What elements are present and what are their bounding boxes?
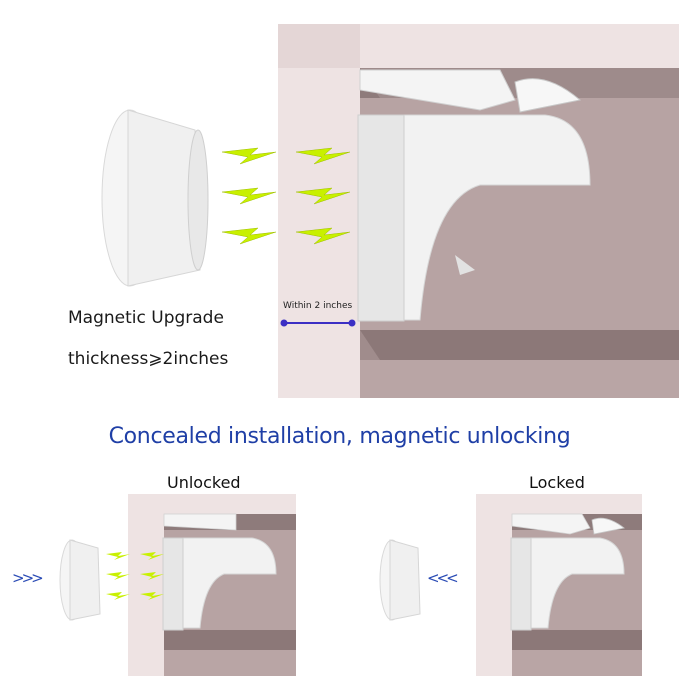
caption-thickness: thickness⩾2inches <box>68 349 229 369</box>
latch-hook-icon <box>511 513 625 535</box>
distance-label: Within 2 inches <box>283 301 353 311</box>
unlocked-label: Unlocked <box>167 473 241 492</box>
locked-label: Locked <box>529 473 585 492</box>
pull-arrows: <<< <box>427 569 459 587</box>
caption-magnetic-upgrade: Magnetic Upgrade <box>68 308 224 328</box>
locked-illustration <box>379 494 642 676</box>
lightning-bolt-icon <box>221 147 351 245</box>
unlocked-illustration <box>59 494 296 676</box>
headline: Concealed installation, magnetic unlocki… <box>108 424 571 449</box>
cabinet-lock-icon <box>510 537 625 631</box>
cabinet-lock-icon <box>357 114 591 322</box>
cabinet-lock-icon <box>162 537 277 631</box>
top-cabinet-illustration <box>101 24 679 398</box>
magnet-key-icon <box>59 539 101 621</box>
magnet-key-icon <box>379 539 421 621</box>
lightning-bolt-icon <box>106 552 164 600</box>
push-arrows: >>> <box>12 569 44 587</box>
magnet-key-icon <box>101 109 209 287</box>
latch-hook-icon <box>359 69 582 113</box>
